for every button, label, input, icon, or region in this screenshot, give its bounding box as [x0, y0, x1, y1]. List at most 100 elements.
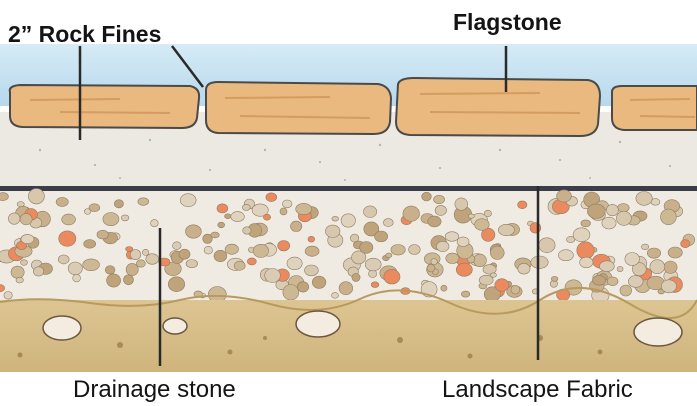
soil-layer: [0, 300, 697, 372]
drainage-pebble: [386, 253, 392, 258]
drainage-pebble: [461, 291, 469, 297]
drainage-pebble: [121, 215, 129, 221]
drainage-pebble: [305, 246, 319, 256]
drainage-pebble: [217, 204, 228, 213]
drainage-pebble: [103, 213, 119, 226]
drainage-pebble: [151, 220, 159, 227]
drainage-pebble: [142, 249, 149, 255]
drainage-pebble: [383, 219, 393, 227]
drainage-pebble: [297, 282, 308, 292]
drainage-pebble: [308, 236, 315, 242]
drainage-pebble: [664, 261, 677, 273]
drainage-pebble: [146, 254, 159, 265]
drainage-pebble: [225, 214, 231, 219]
drainage-pebble: [114, 200, 123, 208]
drainage-pebble: [21, 235, 34, 244]
drainage-pebble: [266, 193, 277, 202]
drainage-pebble: [278, 241, 290, 251]
drainage-pebble: [130, 250, 141, 260]
drainage-pebble: [435, 205, 446, 215]
drainage-pebble: [186, 225, 202, 238]
drainage-pebble: [636, 192, 652, 206]
drainage-pebble: [58, 255, 69, 264]
drainage-pebble: [126, 263, 138, 275]
drainage-pebble: [581, 220, 591, 227]
drainage-pebble: [455, 198, 468, 210]
drainage-pebble: [625, 253, 640, 266]
drainage-pebble: [580, 257, 593, 268]
flagstone-slab-3: [396, 78, 600, 136]
flagstone-layer: [10, 78, 697, 136]
drainage-pebble: [422, 192, 432, 201]
drainage-pebble: [445, 232, 459, 242]
drainage-pebble: [531, 256, 548, 268]
drainage-pebble: [20, 214, 32, 225]
drainage-pebble: [431, 259, 437, 265]
drainage-pebble: [602, 217, 616, 229]
drainage-pebble: [21, 260, 28, 266]
drainage-pebble: [16, 277, 23, 283]
drainage-pebble: [364, 206, 377, 218]
drainage-pebble: [617, 204, 629, 212]
drainage-pebble: [391, 245, 405, 256]
drainage-pebble: [180, 194, 196, 207]
drainage-pebble: [573, 228, 590, 242]
drainage-pebble: [186, 260, 198, 268]
drainage-pebble: [218, 222, 225, 228]
drainage-pebble: [225, 244, 238, 254]
drainage-pebble: [511, 285, 520, 294]
drainage-pebble: [291, 221, 302, 231]
drainage-pebble: [441, 285, 447, 291]
flagstone-slab-1: [10, 85, 199, 128]
drainage-pebble: [539, 238, 555, 253]
drainage-pebble: [468, 214, 474, 218]
drainage-pebble: [352, 273, 360, 281]
drainage-pebble: [253, 244, 269, 257]
landscape-fabric-label: Landscape Fabric: [442, 378, 633, 402]
drainage-pebble: [587, 204, 605, 219]
drainage-pebble: [56, 197, 68, 206]
drainage-pebble: [280, 208, 287, 215]
drainage-pebble: [427, 264, 435, 272]
drainage-pebble: [428, 216, 441, 227]
drainage-pebble: [17, 202, 24, 207]
drainage-pebble: [73, 274, 81, 282]
flagstone-slab-2: [206, 82, 391, 134]
drainage-pebble: [436, 241, 449, 251]
drainage-pebble: [211, 232, 219, 238]
drainage-pebble: [173, 242, 182, 250]
drainage-pebble: [234, 261, 245, 270]
drainage-pebble: [265, 269, 281, 283]
drainage-pebble: [647, 248, 660, 258]
drainage-pebble: [620, 285, 632, 296]
flagstone-slab-4: [612, 86, 697, 130]
drainage-pebble: [136, 260, 145, 267]
flagstone-label: Flagstone: [453, 11, 562, 34]
rock-fines-label: 2” Rock Fines: [8, 23, 161, 46]
drainage-pebble: [360, 242, 373, 254]
drainage-pebble: [84, 240, 96, 249]
drainage-pebble: [4, 292, 12, 300]
drainage-pebble: [214, 250, 227, 261]
drainage-pebble: [456, 263, 472, 276]
drainage-pebble: [518, 201, 527, 209]
drainage-pebble: [339, 282, 353, 295]
drainage-pebble: [33, 267, 43, 276]
drainage-pebble: [495, 279, 509, 292]
drainage-pebble: [365, 258, 381, 271]
drainage-pebble: [479, 275, 493, 285]
drainage-pebble: [641, 244, 648, 250]
drainage-pebble: [475, 219, 490, 231]
drainage-pebble: [83, 259, 100, 271]
drainage-pebble: [242, 204, 250, 210]
drainage-pebble: [204, 246, 212, 254]
drainage-pebble: [11, 266, 24, 278]
drainage-pebble: [473, 254, 486, 267]
drainage-pebble: [628, 276, 643, 288]
landscape-fabric-line: [0, 186, 697, 191]
drainage-pebble: [332, 293, 339, 299]
drainage-pebble: [243, 227, 251, 234]
drainage-stone-label: Drainage stone: [73, 378, 236, 402]
